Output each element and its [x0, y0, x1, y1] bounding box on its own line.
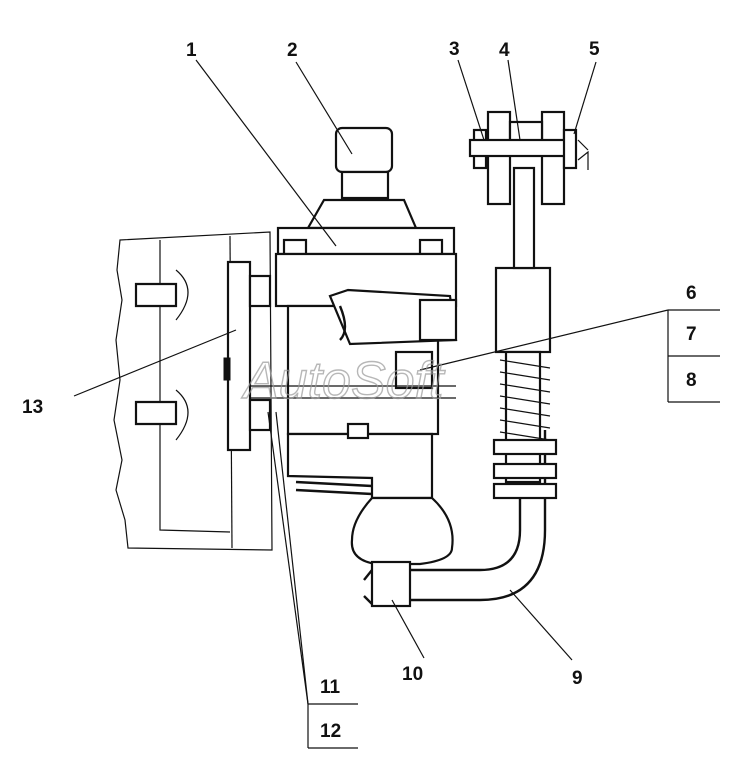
callout-1: 1 [186, 40, 197, 61]
drain-pipe [363, 430, 547, 608]
watermark: AutoSoft [241, 352, 446, 410]
callout-11: 11 [320, 677, 341, 698]
callout-9: 9 [572, 668, 583, 689]
callout-8: 8 [686, 370, 697, 391]
callout-13: 13 [22, 397, 43, 418]
valve-lever [250, 288, 458, 399]
leader-lines [73, 59, 720, 749]
spring-rod [492, 166, 558, 500]
clevis-joint [468, 110, 589, 206]
callout-2: 2 [287, 40, 298, 61]
callout-3: 3 [449, 39, 460, 60]
callout-12: 12 [320, 721, 341, 742]
callout-5: 5 [589, 39, 600, 60]
callout-4: 4 [499, 40, 510, 61]
callout-7: 7 [686, 324, 697, 345]
drain-bowl [295, 480, 454, 566]
mounting-flange [223, 260, 272, 452]
callout-6: 6 [686, 283, 697, 304]
callout-10: 10 [402, 664, 423, 685]
